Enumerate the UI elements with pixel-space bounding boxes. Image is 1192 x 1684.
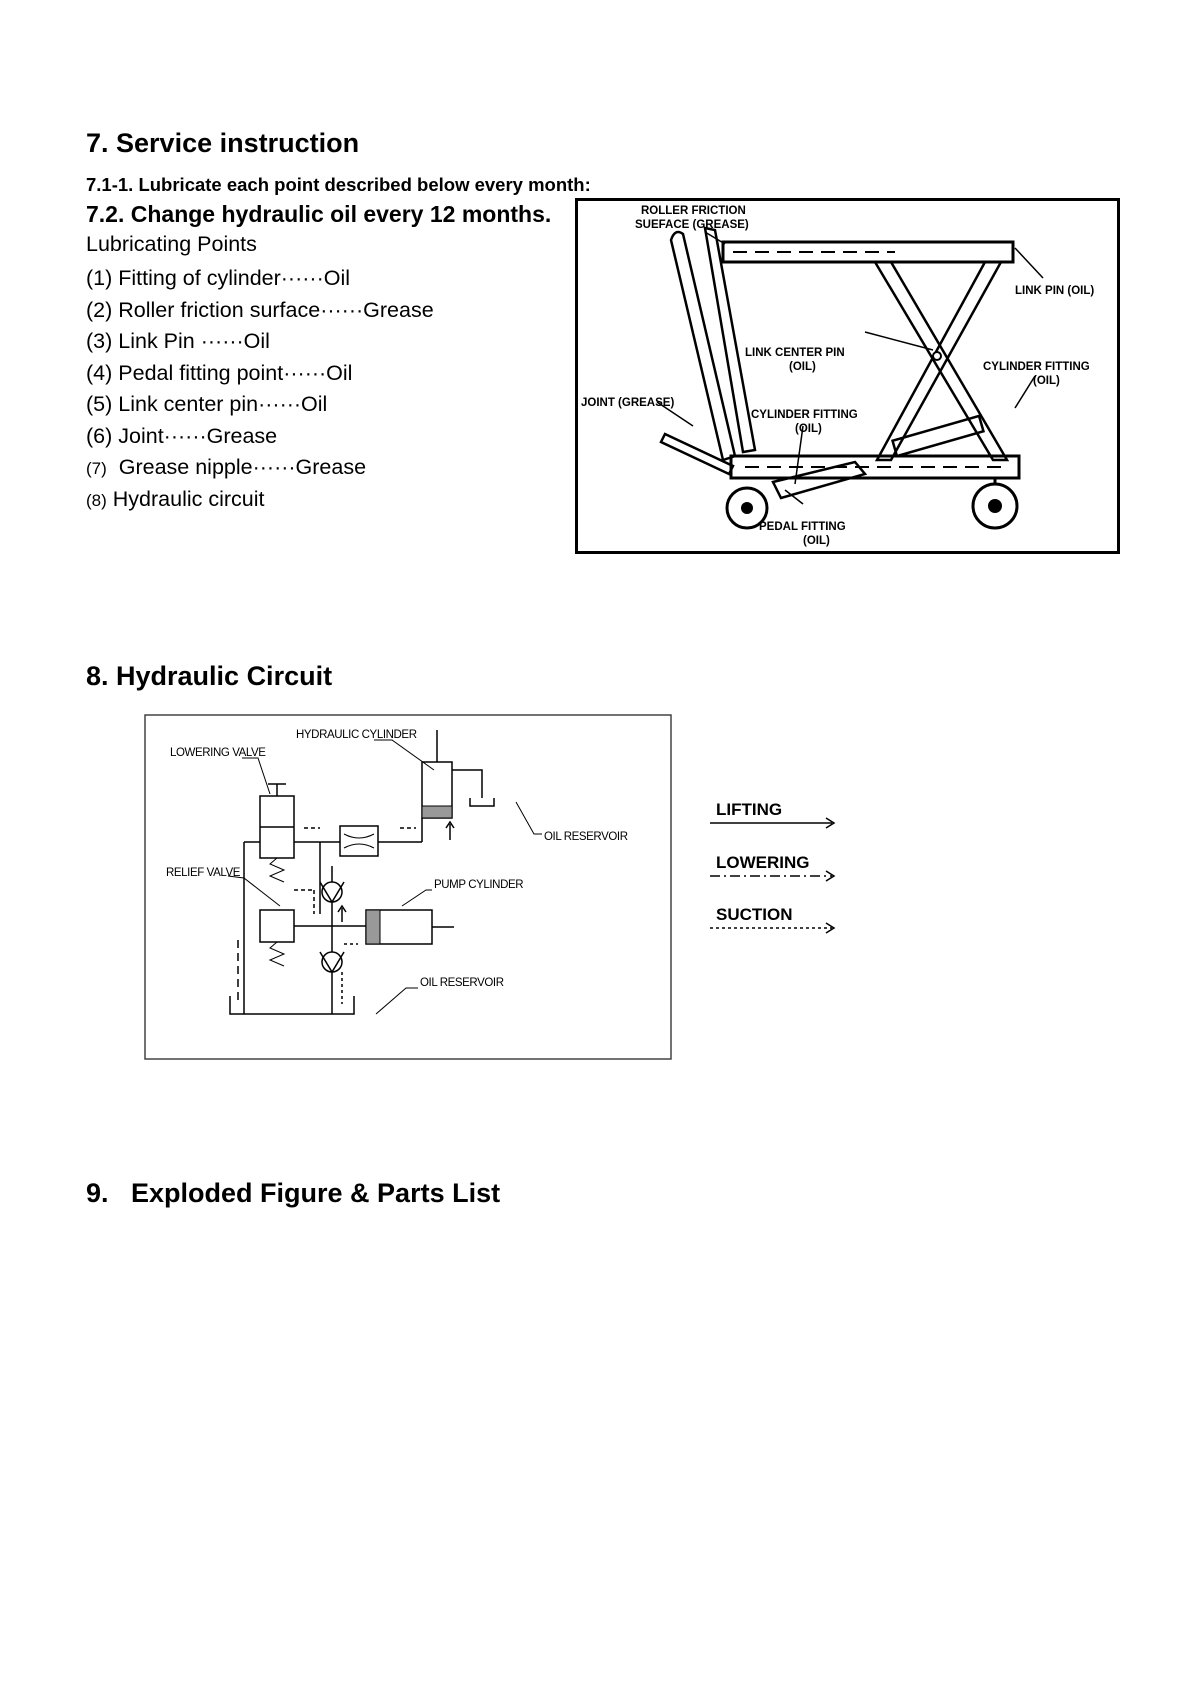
label-hydraulic-cylinder: HYDRAULIC CYLINDER bbox=[296, 729, 417, 741]
section-8-title: 8. Hydraulic Circuit bbox=[86, 661, 333, 691]
lubricating-points-list: (1) Fitting of cylinder······Oil (2) Rol… bbox=[86, 263, 434, 515]
list-item: (8) Hydraulic circuit bbox=[86, 486, 265, 511]
list-item: (4) Pedal fitting point······Oil bbox=[86, 360, 353, 385]
list-item: (3) Link Pin ······Oil bbox=[86, 329, 270, 353]
lift-table-diagram: ROLLER FRICTION SUEFACE (GREASE) LINK PI… bbox=[575, 198, 1120, 554]
label-relief-valve: RELIEF VALVE bbox=[166, 867, 241, 879]
legend-suction: SUCTION bbox=[716, 905, 793, 924]
list-item: (7) Grease nipple······Grease bbox=[86, 455, 367, 479]
list-item: (2) Roller friction surface······Grease bbox=[86, 297, 434, 322]
label-pump-cylinder: PUMP CYLINDER bbox=[434, 879, 523, 891]
list-item: (5) Link center pin······Oil bbox=[86, 392, 328, 416]
lubricate-monthly-note: 7.1-1. Lubricate each point described be… bbox=[86, 174, 591, 195]
section-9-title: 9. Exploded Figure & Parts List bbox=[86, 1178, 501, 1208]
hydraulic-circuit-diagram: HYDRAULIC CYLINDER LOWERING VALVE OIL RE… bbox=[144, 714, 672, 1060]
label-cylinder-fitting-right-oil: (OIL) bbox=[1033, 375, 1060, 387]
label-roller-friction: ROLLER FRICTION bbox=[641, 205, 746, 217]
label-pedal-fitting-oil: (OIL) bbox=[803, 535, 830, 547]
label-link-pin: LINK PIN (OIL) bbox=[1015, 285, 1094, 297]
label-oil-reservoir-top: OIL RESERVOIR bbox=[544, 831, 628, 843]
lubricating-points-heading: Lubricating Points bbox=[86, 232, 257, 256]
list-item: (6) Joint······Grease bbox=[86, 423, 278, 448]
label-link-center-pin-oil: (OIL) bbox=[789, 361, 816, 373]
label-lowering-valve: LOWERING VALVE bbox=[170, 747, 266, 759]
circuit-legend: LIFTING LOWERING SUCTION bbox=[710, 800, 836, 934]
label-cylinder-fitting-center-oil: (OIL) bbox=[795, 423, 822, 435]
label-link-center-pin: LINK CENTER PIN bbox=[745, 347, 845, 359]
label-cylinder-fitting-center: CYLINDER FITTING bbox=[751, 409, 858, 421]
label-oil-reservoir-bottom: OIL RESERVOIR bbox=[420, 977, 504, 989]
legend-lifting: LIFTING bbox=[716, 800, 782, 819]
legend-lowering: LOWERING bbox=[716, 853, 810, 872]
label-cylinder-fitting-right: CYLINDER FITTING bbox=[983, 361, 1090, 373]
section-7-title: 7. Service instruction bbox=[86, 128, 360, 158]
change-oil-note: 7.2. Change hydraulic oil every 12 month… bbox=[86, 201, 552, 227]
label-roller-surface: SUEFACE (GREASE) bbox=[635, 219, 749, 231]
list-item: (1) Fitting of cylinder······Oil bbox=[86, 266, 351, 290]
label-joint: JOINT (GREASE) bbox=[581, 397, 674, 409]
label-pedal-fitting: PEDAL FITTING bbox=[759, 521, 846, 533]
